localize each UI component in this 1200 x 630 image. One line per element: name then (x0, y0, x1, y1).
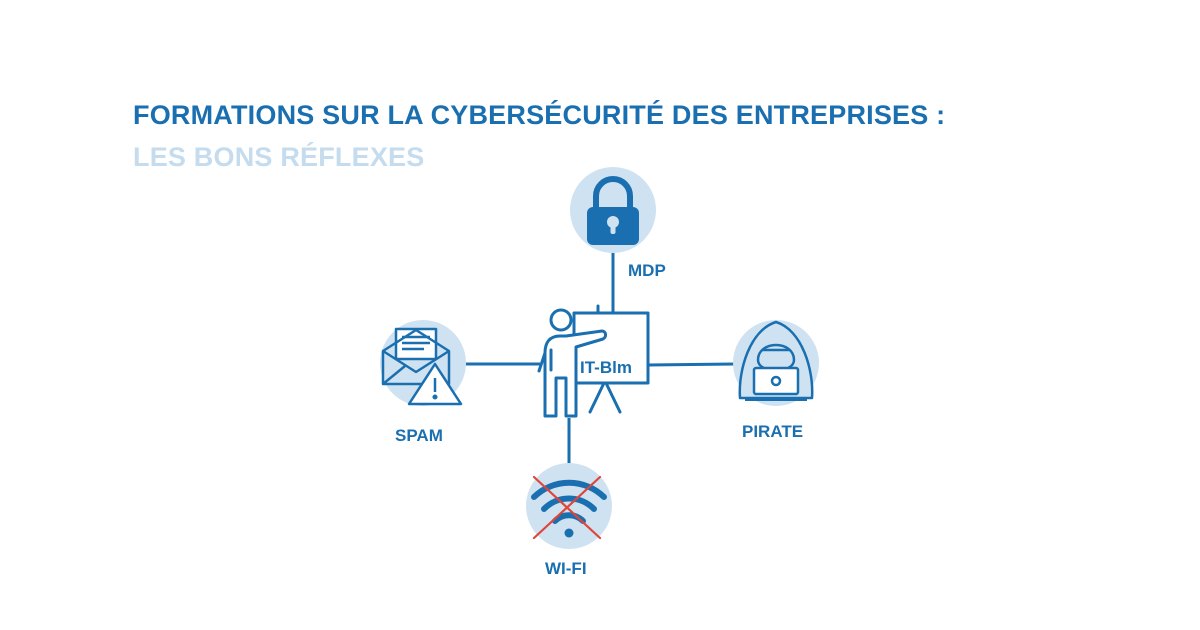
email-warning-icon (381, 327, 463, 406)
node-label-spam: SPAM (395, 426, 443, 445)
node-mdp: MDP (570, 167, 666, 280)
node-label-mdp: MDP (628, 261, 666, 280)
node-label-pirate: PIRATE (742, 422, 803, 441)
node-label-wifi: WI-FI (545, 559, 587, 578)
padlock-icon (587, 176, 639, 245)
node-pirate: PIRATE (733, 320, 819, 441)
hacker-laptop-icon (738, 320, 814, 401)
page-title: FORMATIONS SUR LA CYBERSÉCURITÉ DES ENTR… (133, 100, 946, 130)
connector-pirate (647, 362, 736, 367)
node-spam: SPAM (380, 320, 466, 445)
trainer-presenting-board-icon (537, 304, 650, 418)
connector-lines (466, 253, 736, 464)
wifi-crossed-icon (531, 475, 607, 540)
node-wifi: WI-FI (526, 463, 612, 578)
page-subtitle: LES BONS RÉFLEXES (133, 142, 425, 172)
board-text: IT-Blm (580, 358, 632, 377)
